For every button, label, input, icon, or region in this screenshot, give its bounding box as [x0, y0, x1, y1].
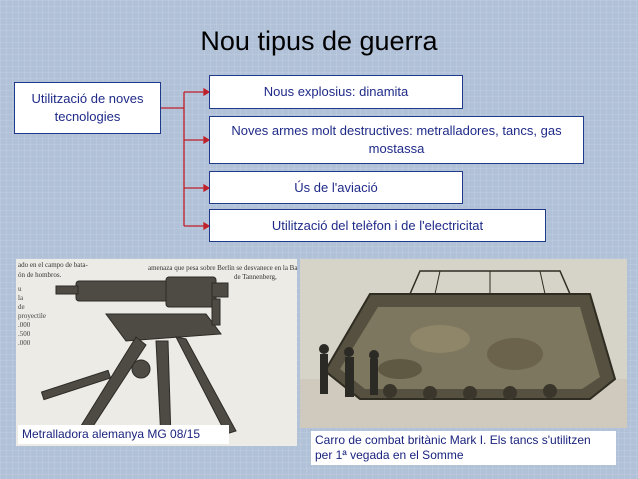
branch-telephone: Utilització del telèfon i de l'electrici… — [209, 209, 546, 242]
machine-gun-caption: Metralladora alemanya MG 08/15 — [18, 425, 229, 444]
scan-text-4: de Tannenberg, — [234, 273, 277, 281]
branch-explosives: Nous explosius: dinamita — [209, 75, 463, 109]
machine-gun-icon — [40, 276, 237, 440]
branch-aviation-label: Ús de l'aviació — [294, 179, 378, 195]
branch-weapons-line-1: Noves armes molt destructives: metrallad… — [231, 123, 562, 138]
main-topic-box: Utilització de noves tecnologies — [14, 82, 161, 134]
machine-gun-photo: ado en el campo de bata- ón de hombros. … — [16, 259, 297, 446]
branch-explosives-label: Nous explosius: dinamita — [263, 84, 409, 99]
tank-caption-line-1: Carro de combat britànic Mark I. Els tan… — [315, 433, 591, 447]
tank-icon — [300, 259, 627, 428]
branch-aviation: Ús de l'aviació — [209, 171, 463, 204]
tank-photo — [300, 259, 627, 428]
scan-text-1: ado en el campo de bata- — [18, 261, 88, 269]
main-topic-line-2: tecnologies — [54, 109, 121, 124]
scan-text-3: amenaza que pesa sobre Berlín se desvane… — [148, 264, 297, 272]
tank-caption-line-2: per 1ª vegada en el Somme — [315, 448, 464, 462]
branch-telephone-label: Utilització del telèfon i de l'electrici… — [271, 217, 484, 233]
branch-weapons: Noves armes molt destructives: metrallad… — [209, 116, 584, 164]
main-topic-line-1: Utilització de noves — [31, 91, 144, 106]
branch-weapons-line-2: mostassa — [368, 141, 425, 156]
scan-text-2: ón de hombros. — [18, 271, 62, 279]
slide-title: Nou tipus de guerra — [200, 26, 438, 56]
tank-caption: Carro de combat britànic Mark I. Els tan… — [311, 431, 616, 465]
